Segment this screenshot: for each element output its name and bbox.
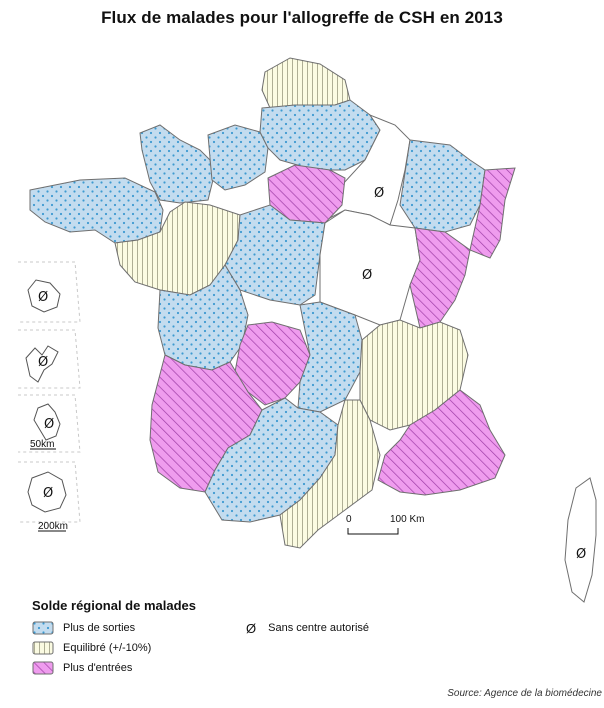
scale-label-zero: 0 — [346, 514, 352, 525]
source-note: Source: Agence de la biomédecine — [447, 688, 602, 699]
region-picardie — [259, 99, 381, 171]
inset-reunion — [27, 279, 61, 313]
map-title: Flux de malades pour l'allogreffe de CSH… — [101, 8, 503, 27]
no-center-icon: Ø — [38, 290, 48, 305]
scale-label-50km: 50km — [30, 439, 54, 450]
region-franche-comte — [409, 227, 471, 329]
region-centre — [224, 204, 326, 306]
legend-title: Solde régional de malades — [32, 598, 196, 613]
no-center-icon: Ø — [44, 417, 54, 432]
legend-item-plus-de-sorties: Plus de sorties — [32, 620, 135, 636]
region-provence-alpes-cote-dazur — [377, 389, 506, 496]
scale-bar: 0 100 Km — [346, 514, 424, 535]
scale-label-100km: 100 Km — [390, 514, 424, 525]
legend-label: Sans centre autorisé — [268, 622, 370, 634]
region-haute-normandie — [207, 124, 269, 191]
legend-label: Plus de sorties — [63, 622, 136, 634]
inset-guyane — [27, 471, 67, 513]
no-center-icon: Ø — [246, 620, 257, 636]
region-nord-pas-de-calais — [261, 57, 351, 109]
no-center-icon: Ø — [362, 268, 372, 283]
region-bretagne — [29, 177, 164, 244]
region-alsace — [469, 167, 516, 259]
region-languedoc-roussillon — [279, 399, 381, 549]
no-center-markers: Ø Ø Ø Ø Ø Ø Ø — [38, 186, 586, 562]
legend-item-sans-centre: Ø Sans centre autorisé — [246, 620, 369, 636]
region-corse — [564, 477, 597, 603]
inset-guadeloupe — [25, 345, 59, 383]
region-basse-normandie — [139, 124, 214, 204]
legend-label: Equilibré (+/-10%) — [63, 642, 152, 654]
no-center-icon: Ø — [38, 355, 48, 370]
no-center-icon: Ø — [374, 186, 384, 201]
legend-item-equilibre: Equilibré (+/-10%) — [32, 640, 151, 656]
region-lorraine — [399, 139, 486, 233]
no-center-icon: Ø — [576, 547, 586, 562]
legend-item-plus-d-entrees: Plus d'entrées — [32, 660, 132, 676]
scale-label-200km: 200km — [38, 521, 68, 532]
legend-label: Plus d'entrées — [63, 662, 133, 674]
no-center-icon: Ø — [43, 486, 53, 501]
overseas-insets: 50km 200km — [18, 261, 81, 532]
legend: Solde régional de malades Plus de sortie… — [32, 598, 432, 675]
inset-martinique — [33, 403, 61, 441]
